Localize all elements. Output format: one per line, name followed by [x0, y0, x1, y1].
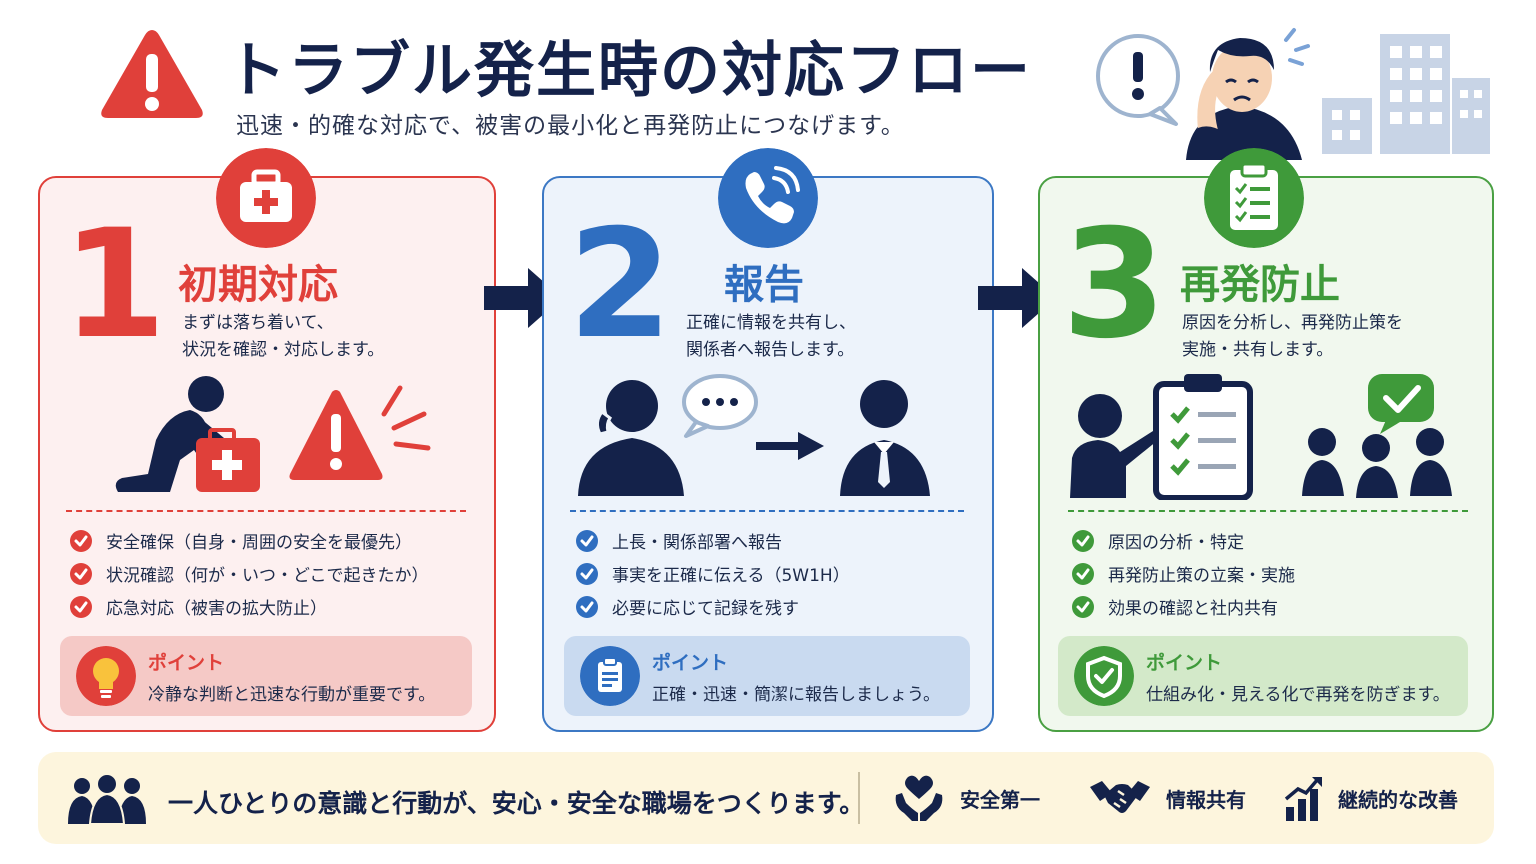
point-label: ポイント	[652, 652, 729, 674]
list-item: 応急対応（被害の拡大防止）	[70, 590, 429, 623]
exclamation-bubble-icon	[1096, 34, 1180, 126]
handshake-icon	[1090, 781, 1150, 813]
speech-bubble-icon	[682, 374, 758, 438]
check-circle-icon	[576, 595, 598, 618]
check-circle-icon	[1072, 529, 1094, 552]
section-divider	[570, 510, 964, 512]
list-item: 安全確保（自身・周囲の安全を最優先）	[70, 524, 429, 557]
point-label: ポイント	[148, 652, 225, 674]
point-box: ポイント 仕組み化・見える化で再発を防ぎます。	[1058, 636, 1468, 716]
shield-check-icon	[1074, 646, 1134, 706]
page-title: トラブル発生時の対応フロー	[226, 36, 1032, 106]
point-text: 仕組み化・見える化で再発を防ぎます。	[1146, 685, 1450, 705]
list-item: 必要に応じて記録を残す	[576, 590, 850, 623]
person-on-phone-icon	[578, 380, 684, 496]
step-description: まずは落ち着いて、 状況を確認・対応します。	[182, 313, 385, 360]
phone-icon	[718, 148, 818, 248]
section-divider	[66, 510, 466, 512]
manager-icon	[840, 380, 930, 496]
section-divider	[1068, 510, 1468, 512]
step-number: 3	[1062, 198, 1167, 372]
check-circle-icon	[1072, 595, 1094, 618]
list-item: 状況確認（何が・いつ・どこで起きたか）	[70, 557, 429, 590]
footer-item-safety: 安全第一	[892, 772, 1040, 824]
list-item: 再発防止策の立案・実施	[1072, 557, 1295, 590]
step-description: 正確に情報を共有し、 関係者へ報告します。	[686, 313, 856, 360]
point-box: ポイント 正確・迅速・簡潔に報告しましょう。	[564, 636, 970, 716]
list-item: 上長・関係部署へ報告	[576, 524, 850, 557]
presenter-icon	[1070, 394, 1168, 498]
worried-person-icon	[1186, 28, 1310, 160]
footer-banner: 一人ひとりの意識と行動が、安心・安全な職場をつくります。 安全第一 情報共有 継…	[38, 752, 1494, 844]
check-circle-icon	[1072, 562, 1094, 585]
first-aid-kit-icon	[216, 148, 316, 248]
list-item: 原因の分析・特定	[1072, 524, 1295, 557]
point-text: 冷静な判断と迅速な行動が重要です。	[148, 685, 436, 705]
step-title: 報告	[724, 262, 804, 308]
alert-triangle-icon	[289, 385, 431, 480]
check-circle-icon	[576, 529, 598, 552]
footer-message: 一人ひとりの意識と行動が、安心・安全な職場をつくります。	[168, 789, 865, 818]
group-people-icon	[68, 774, 146, 824]
check-circle-icon	[70, 595, 92, 618]
warning-triangle-icon	[101, 30, 203, 118]
reporting-illustration	[578, 374, 930, 496]
step-title: 初期対応	[178, 262, 338, 308]
check-circle-icon	[70, 562, 92, 585]
team-icon	[1302, 428, 1452, 498]
point-label: ポイント	[1146, 652, 1223, 674]
page-subtitle: 迅速・的確な対応で、被害の最小化と再発防止につなげます。	[236, 113, 905, 139]
check-bubble-icon	[1368, 374, 1434, 434]
step-title: 再発防止	[1180, 262, 1340, 308]
arrow-right-icon	[756, 432, 824, 460]
clipboard-icon	[1153, 374, 1253, 500]
check-list: 原因の分析・特定 再発防止策の立案・実施 効果の確認と社内共有	[1072, 524, 1295, 623]
lightbulb-icon	[76, 646, 136, 706]
clipboard-checklist-icon	[1204, 148, 1304, 248]
office-building-icon	[1322, 34, 1490, 154]
footer-item-info-sharing: 情報共有	[1088, 772, 1246, 824]
check-circle-icon	[576, 562, 598, 585]
footer-item-improvement: 継続的な改善	[1284, 772, 1458, 824]
kneeling-person-icon	[115, 376, 224, 492]
hero-illustration	[1096, 28, 1490, 160]
check-list: 安全確保（自身・周囲の安全を最優先） 状況確認（何が・いつ・どこで起きたか） 応…	[70, 524, 429, 623]
flow-arrow-icon	[978, 268, 1056, 328]
growth-chart-icon	[1284, 777, 1322, 821]
first-aid-box-icon	[196, 428, 260, 492]
footer-divider	[858, 772, 860, 824]
check-circle-icon	[70, 529, 92, 552]
prevention-illustration	[1070, 374, 1452, 500]
list-item: 事実を正確に伝える（5W1H）	[576, 557, 850, 590]
point-box: ポイント 冷静な判断と迅速な行動が重要です。	[60, 636, 472, 716]
step-number: 1	[62, 198, 167, 372]
step-number: 2	[568, 198, 673, 372]
document-icon	[580, 646, 640, 706]
point-text: 正確・迅速・簡潔に報告しましょう。	[652, 685, 940, 705]
step-description: 原因を分析し、再発防止策を 実施・共有します。	[1182, 313, 1403, 360]
heart-hands-icon	[895, 775, 943, 821]
emergency-response-illustration	[115, 376, 431, 492]
check-list: 上長・関係部署へ報告 事実を正確に伝える（5W1H） 必要に応じて記録を残す	[576, 524, 850, 623]
list-item: 効果の確認と社内共有	[1072, 590, 1295, 623]
